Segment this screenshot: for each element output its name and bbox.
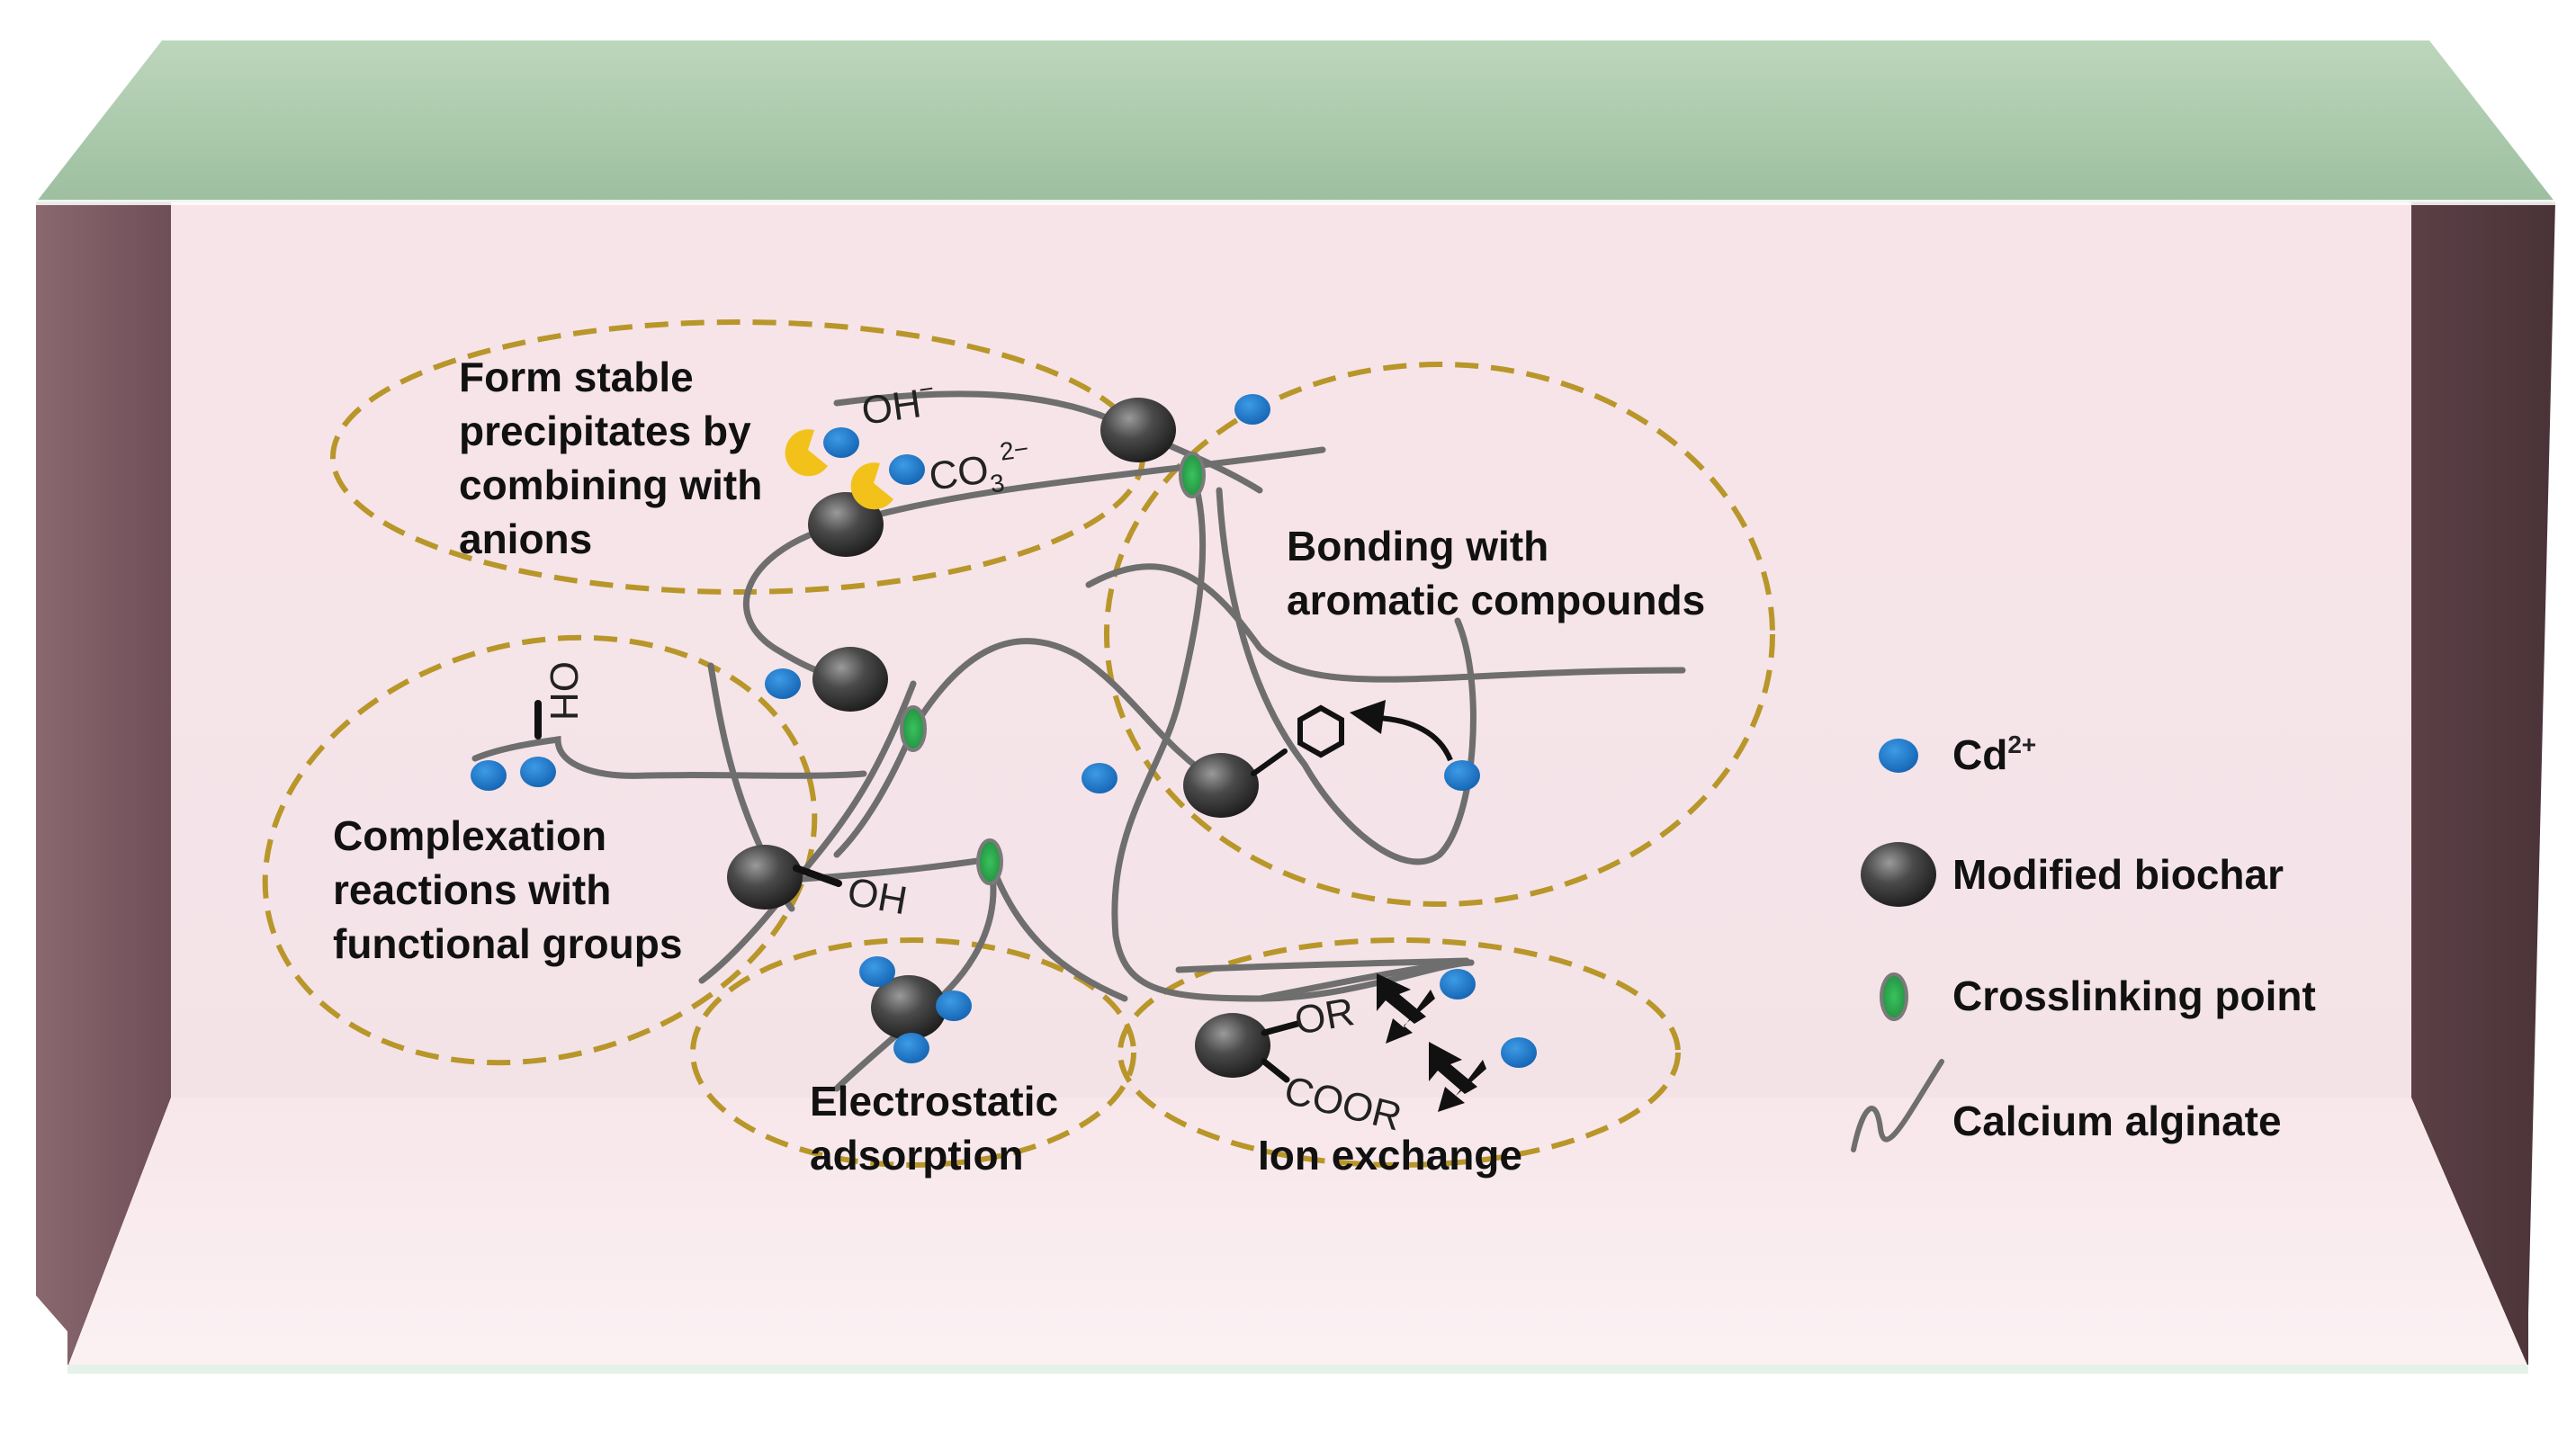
alginate-chain [1175,957,1470,973]
floor [67,1098,2528,1367]
ion-exchange-label: Ion exchange [1258,1132,1522,1179]
complexation-label-line-1: Complexation [333,812,606,859]
biochar-particle [808,492,884,557]
phenyl-bond [1251,748,1288,776]
cd-ion [520,757,556,787]
legend-alginate-icon [1851,1059,1944,1152]
crosslinking-point [976,838,1003,885]
alginate-chain [1111,469,1475,1002]
cd-ion [823,427,859,458]
cd-ion [936,990,972,1021]
swap-arrow-icon [1438,1060,1486,1112]
biochar-particle [871,975,947,1040]
crosslinking-points [900,452,1206,885]
box-walls [36,40,2555,1374]
aromatic-region [1104,362,1775,907]
swap-arrow-icon [1377,973,1426,1024]
cd-ion [1082,763,1117,793]
biochar-particle [727,845,803,910]
anion-precipitates [785,429,893,510]
mechanism-labels: Form stable precipitates by combining wi… [333,354,1705,1179]
oh-bond [793,865,842,887]
biochar-particle [1195,1013,1270,1078]
legend-alginate-label: Calcium alginate [1952,1098,2282,1144]
oh-vertical-label: OH [542,661,586,721]
alginate-chain [986,856,1128,1002]
chemical-bonds [534,700,1344,1083]
carbonate-label: CO32− [925,435,1034,506]
biochar-particle [812,647,888,712]
biochar-particle [1183,753,1259,818]
alginate-chain [471,735,867,779]
cd-ion [765,668,801,699]
legend-biochar-label: Modified biochar [1952,851,2284,898]
cd-ion [471,760,507,791]
benzene-ring-icon [1297,704,1344,758]
alginate-chain [910,638,1223,786]
legend-cd-icon [1879,739,1918,773]
aromatic-arrow [1350,700,1453,762]
cd-ion [859,956,895,987]
alginate-chain [698,680,917,984]
cd-ion [889,454,925,485]
oh-group-label: OH [844,870,911,924]
right-wall [2411,202,2555,1367]
crosslinking-point [900,705,927,752]
legend-crosslink-label: Crosslinking point [1952,972,2316,1019]
alginate-chain [1085,563,1686,683]
cd-ion [1501,1037,1537,1068]
biochar-particles [727,398,1270,1078]
cd-ion [1234,394,1270,425]
complexation-label-line-3: functional groups [333,920,682,967]
precipitation-label-line-3: combining with [459,462,762,508]
biochar-particle [1100,398,1176,462]
calcium-alginate-chains [471,390,1686,1092]
legend-crosslink-icon [1880,972,1908,1021]
electrostatic-label-line-1: Electrostatic [810,1078,1058,1125]
legend: Cd2+ Modified biochar Crosslinking point… [1851,730,2316,1152]
legend-biochar-icon [1861,842,1936,907]
cd-ion [1444,760,1480,791]
electrostatic-region [690,937,1136,1168]
crosslinking-point [1179,452,1206,498]
cd-ion [1440,969,1476,999]
swap-arrow-icon [1386,990,1435,1044]
oh-anion-label: OH− [858,374,938,434]
left-wall [36,202,171,1367]
anion-shape [785,429,828,477]
legend-cd-label: Cd2+ [1952,730,2036,778]
precipitation-label-line-4: anions [459,515,592,562]
aromatic-label-line-2: aromatic compounds [1287,577,1705,623]
alginate-chain [838,446,1326,528]
aromatic-label-line-1: Bonding with [1287,523,1548,569]
or-group-label: OR [1291,990,1358,1044]
coor-bond [1261,1058,1290,1083]
curved-arrow-icon [1376,715,1453,762]
ion-exchange-region [1117,937,1681,1168]
precipitation-label-line-2: precipitates by [459,408,751,454]
precipitation-label-line-1: Form stable [459,354,694,400]
cd-ions [471,394,1537,1068]
top-face [36,40,2555,202]
or-bond [1261,1020,1301,1036]
ion-exchange-arrows [1377,973,1486,1112]
anion-shape [850,462,893,510]
swap-arrow-icon [1429,1042,1477,1094]
alginate-chain [1216,487,1476,865]
cd-ion [893,1033,929,1063]
electrostatic-label-line-2: adsorption [810,1132,1024,1179]
arrow-head-icon [1350,700,1386,734]
back-wall [171,202,2411,1098]
complexation-label-line-2: reactions with [333,866,611,913]
